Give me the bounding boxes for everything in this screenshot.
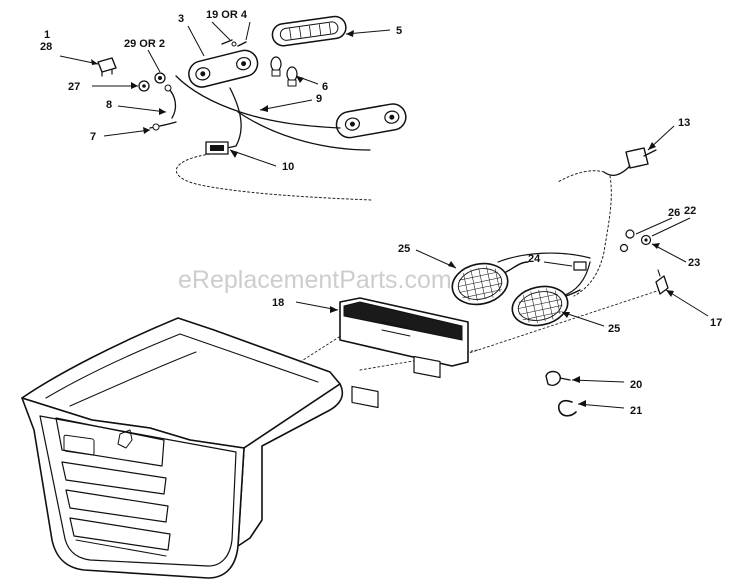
- callout-3: 3: [178, 13, 184, 25]
- leader-lines: [59, 21, 709, 409]
- callout-29-or-2: 29 OR 2: [124, 38, 165, 50]
- callout-27: 27: [68, 81, 80, 93]
- callout-22: 22: [684, 205, 696, 217]
- light-bar-bracket: [339, 297, 469, 409]
- callout-labels: 1 28 29 OR 2 3 19 OR 4 5 27 6 8 9 7 10 1…: [40, 9, 722, 417]
- callout-23: 23: [688, 257, 700, 269]
- callout-18: 18: [272, 297, 284, 309]
- callout-10: 10: [282, 161, 294, 173]
- callout-25-lower: 25: [608, 323, 620, 335]
- callout-24: 24: [528, 253, 541, 265]
- callout-20: 20: [630, 379, 642, 391]
- callout-13: 13: [678, 117, 690, 129]
- callout-26: 26: [668, 207, 680, 219]
- callout-17: 17: [710, 317, 722, 329]
- callout-21: 21: [630, 405, 642, 417]
- callout-28: 28: [40, 41, 52, 53]
- watermark-text: eReplacementParts.com: [178, 266, 452, 294]
- callout-5: 5: [396, 25, 402, 37]
- small-hardware-left: [97, 57, 177, 131]
- callout-6: 6: [322, 81, 328, 93]
- callout-25-upper: 25: [398, 243, 410, 255]
- upper-lamp-assembly: [175, 15, 407, 201]
- callout-19-or-4: 19 OR 4: [206, 9, 248, 21]
- callout-9: 9: [316, 93, 322, 105]
- headlight-assembly-right: [451, 147, 669, 417]
- hood-assembly: [21, 317, 344, 579]
- callout-1: 1: [44, 29, 50, 41]
- callout-8: 8: [106, 99, 112, 111]
- callout-7: 7: [90, 131, 96, 143]
